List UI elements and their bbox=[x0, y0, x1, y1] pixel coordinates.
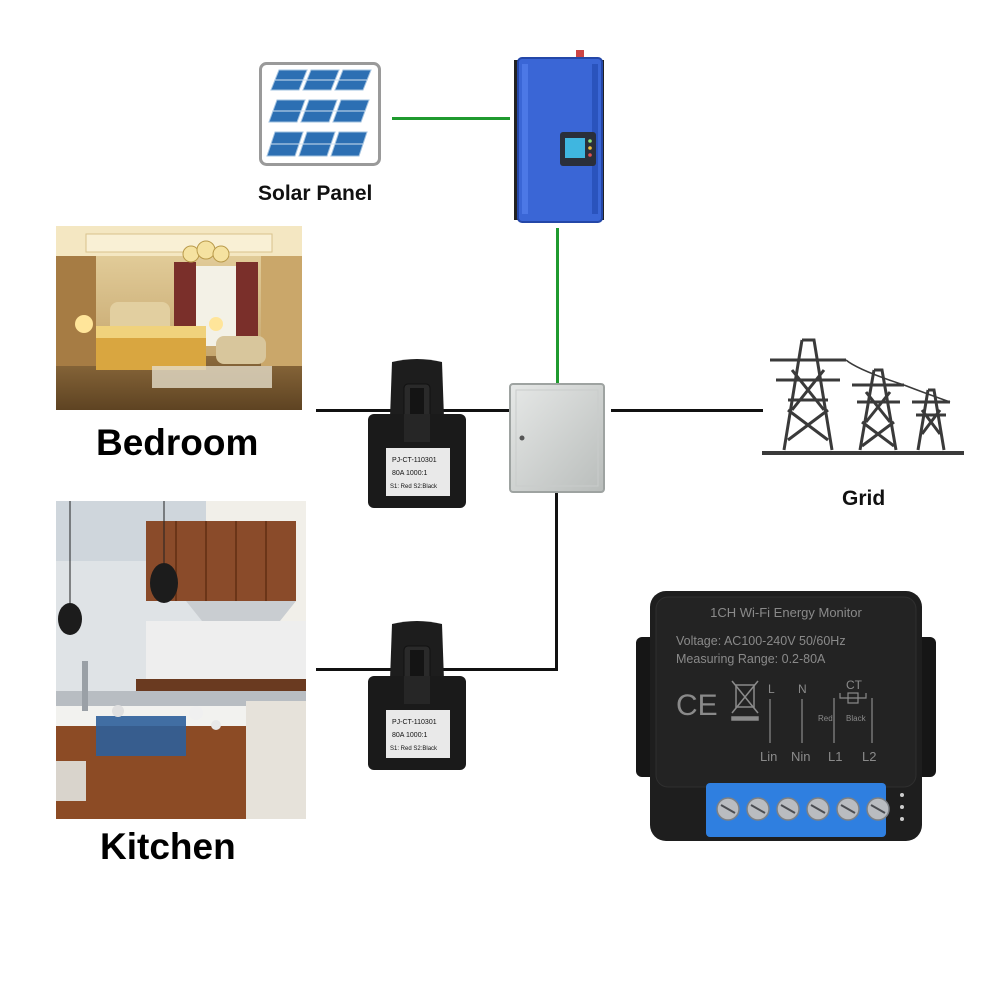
kitchen-label: Kitchen bbox=[100, 826, 236, 867]
ct-clamp-bedroom: PJ-CT-110301 80A 1000:1 S1: Red S2:Black bbox=[366, 358, 468, 510]
terminal-l-label: L bbox=[768, 682, 775, 696]
grid-tie-inverter bbox=[510, 50, 610, 230]
terminal-black-label: Black bbox=[846, 714, 867, 723]
grid-label: Grid bbox=[842, 487, 886, 510]
bedroom-label: Bedroom bbox=[96, 422, 259, 463]
solar-to-inverter-wire bbox=[392, 117, 510, 120]
solar-panel-label: Solar Panel bbox=[258, 182, 373, 205]
screw-terminals bbox=[716, 797, 890, 821]
solar-panel-icon bbox=[259, 62, 381, 166]
terminal-ct-label: CT bbox=[846, 678, 863, 692]
ct-bottom-model: PJ-CT-110301 bbox=[392, 719, 437, 726]
ct-bottom-rating: 80A 1000:1 bbox=[392, 732, 428, 739]
terminal-red-label: Red bbox=[818, 714, 833, 723]
ct-top-rating: 80A 1000:1 bbox=[392, 470, 428, 477]
inverter-to-box-wire bbox=[556, 228, 559, 384]
weee-bin-icon bbox=[731, 680, 759, 721]
bedroom-photo bbox=[56, 226, 302, 410]
monitor-title: 1CH Wi-Fi Energy Monitor bbox=[710, 605, 862, 620]
distribution-box bbox=[508, 382, 608, 494]
terminal-n-label: N bbox=[798, 682, 807, 696]
ct-top-wires: S1: Red S2:Black bbox=[390, 484, 438, 490]
ct-clamp-kitchen: PJ-CT-110301 80A 1000:1 S1: Red S2:Black bbox=[366, 620, 468, 772]
monitor-voltage: Voltage: AC100-240V 50/60Hz bbox=[676, 634, 846, 648]
monitor-range: Measuring Range: 0.2-80A bbox=[676, 652, 826, 666]
terminal-l2-label: L2 bbox=[862, 749, 876, 764]
terminal-nin-label: Nin bbox=[791, 749, 811, 764]
power-grid-icon bbox=[762, 330, 964, 460]
box-to-grid-wire bbox=[611, 409, 763, 412]
ce-mark: CE bbox=[676, 689, 718, 722]
ct-bottom-wires: S1: Red S2:Black bbox=[390, 746, 438, 752]
kitchen-photo bbox=[56, 501, 306, 819]
terminal-l1-label: L1 bbox=[828, 749, 842, 764]
terminal-lin-label: Lin bbox=[760, 749, 777, 764]
ct-top-model: PJ-CT-110301 bbox=[392, 457, 437, 464]
wifi-energy-monitor: 1CH Wi-Fi Energy Monitor Voltage: AC100-… bbox=[636, 585, 936, 847]
box-to-kitchen-wire-vertical bbox=[555, 492, 558, 670]
